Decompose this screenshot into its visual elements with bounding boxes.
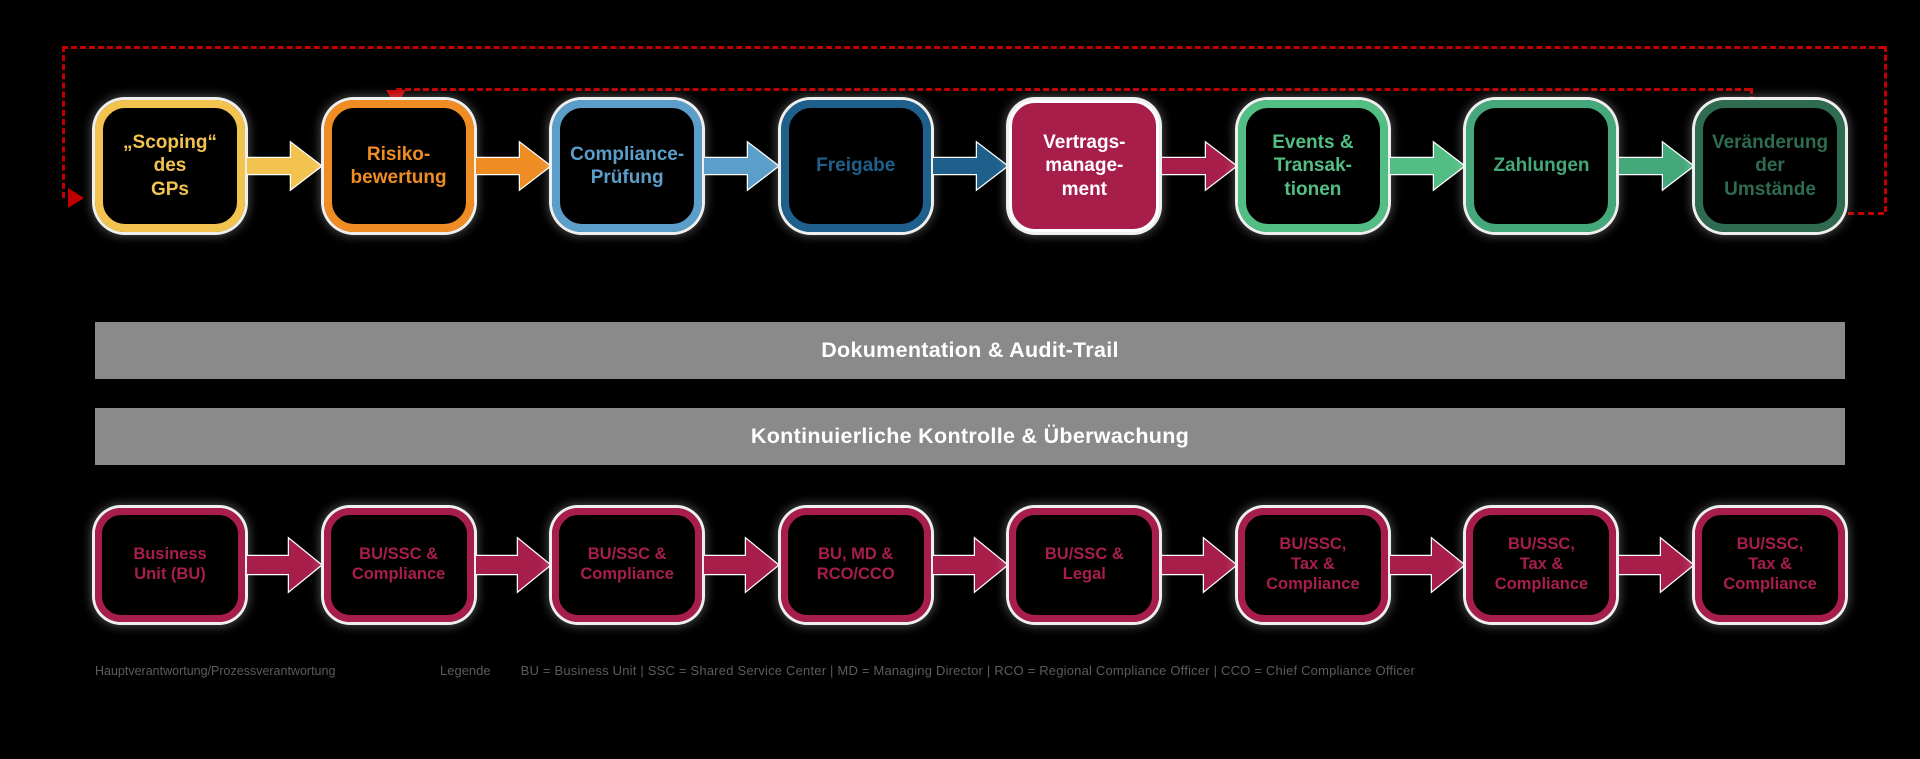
feedback-loop-outer-right <box>1884 46 1887 212</box>
responsibility-bu-ssc-tax-compliance-2: BU/SSC, Tax & Compliance <box>1466 508 1617 622</box>
process-step-label: Vertrags- manage- ment <box>1043 132 1126 200</box>
flow-arrow-icon <box>474 533 553 597</box>
feedback-loop-outer-top <box>62 46 1884 49</box>
flow-arrow-icon <box>702 138 781 194</box>
flow-arrow-icon <box>245 138 324 194</box>
responsibility-label: BU/SSC & Compliance <box>351 545 446 583</box>
legend-caption: Hauptverantwortung/Prozessverantwortung <box>95 663 336 678</box>
flow-arrow-icon <box>1616 138 1695 194</box>
responsibility-business-unit: Business Unit (BU) <box>95 508 245 622</box>
process-step-compliance-check: Compliance- Prüfung <box>552 100 703 232</box>
feedback-loop-inner-right <box>1750 88 1753 102</box>
responsibility-label: BU/SSC, Tax & Compliance <box>1494 535 1589 593</box>
responsibility-bu-ssc-legal: BU/SSC & Legal <box>1009 508 1160 622</box>
flow-arrow-icon <box>1388 138 1467 194</box>
legend: Hauptverantwortung/Prozessverantwortung … <box>95 663 1845 678</box>
feedback-loop-outer-left <box>62 46 65 198</box>
flow-arrow-icon <box>931 533 1010 597</box>
feedback-loop-outer-connector <box>1848 212 1884 215</box>
responsibility-bu-ssc-compliance-2: BU/SSC & Compliance <box>552 508 703 622</box>
process-step-label: Freigabe <box>816 155 896 177</box>
top-process-row: „Scoping“ des GPs Risiko- bewertung Comp… <box>95 100 1846 232</box>
continuous-control-monitoring-bar: Kontinuierliche Kontrolle & Überwachung <box>95 408 1845 465</box>
flow-arrow-icon <box>702 533 781 597</box>
process-step-scoping: „Scoping“ des GPs <box>95 100 245 232</box>
responsibility-label: BU/SSC & Compliance <box>580 545 674 583</box>
process-step-label: Compliance- Prüfung <box>570 143 685 188</box>
responsibility-bu-ssc-tax-compliance-3: BU/SSC, Tax & Compliance <box>1695 508 1846 622</box>
process-step-label: Veränderung der Umstände <box>1711 132 1829 200</box>
process-step-approval: Freigabe <box>780 100 931 232</box>
flow-arrow-icon <box>931 138 1010 194</box>
process-step-label: Events & Transak- tionen <box>1272 132 1354 200</box>
responsibility-label: BU/SSC, Tax & Compliance <box>1266 535 1360 593</box>
responsibility-label: BU/SSC, Tax & Compliance <box>1723 535 1817 593</box>
process-step-events-transactions: Events & Transak- tionen <box>1237 100 1388 232</box>
responsibility-label: BU/SSC & Legal <box>1044 545 1124 583</box>
flow-arrow-icon <box>1388 533 1467 597</box>
documentation-audit-trail-bar: Dokumentation & Audit-Trail <box>95 322 1845 379</box>
flow-arrow-icon <box>245 533 324 597</box>
legend-label: Legende <box>440 663 491 678</box>
responsibility-bu-ssc-tax-compliance-1: BU/SSC, Tax & Compliance <box>1237 508 1388 622</box>
process-step-label: „Scoping“ des GPs <box>123 132 217 200</box>
responsibility-row: Business Unit (BU) BU/SSC & Compliance B… <box>95 508 1846 622</box>
flow-arrow-icon <box>1159 138 1238 194</box>
bar-label: Dokumentation & Audit-Trail <box>821 338 1119 362</box>
responsibility-bu-ssc-compliance-1: BU/SSC & Compliance <box>323 508 474 622</box>
bar-label: Kontinuierliche Kontrolle & Überwachung <box>750 424 1190 448</box>
process-step-change-of-circumstances: Veränderung der Umstände <box>1695 100 1846 232</box>
process-step-risk-assessment: Risiko- bewertung <box>323 100 474 232</box>
responsibility-label: BU, MD & RCO/CCO <box>816 545 895 583</box>
process-step-contract-management: Vertrags- manage- ment <box>1009 100 1160 232</box>
process-step-label: Zahlungen <box>1493 155 1590 177</box>
feedback-arrow-icon <box>68 188 84 208</box>
flow-arrow-icon <box>1159 533 1238 597</box>
process-step-payments: Zahlungen <box>1466 100 1617 232</box>
responsibility-bu-md-rco-cco: BU, MD & RCO/CCO <box>780 508 931 622</box>
flow-arrow-icon <box>1616 533 1695 597</box>
legend-items: BU = Business Unit | SSC = Shared Servic… <box>520 663 1415 678</box>
responsibility-label: Business Unit (BU) <box>133 545 207 583</box>
feedback-loop-inner-top <box>396 88 1750 91</box>
flow-arrow-icon <box>474 138 553 194</box>
process-step-label: Risiko- bewertung <box>350 143 447 188</box>
